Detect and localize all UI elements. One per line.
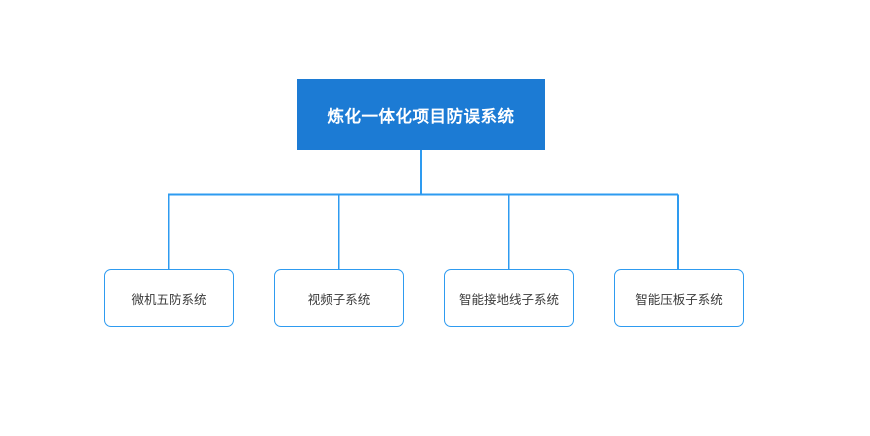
root-node-label: 炼化一体化项目防误系统 (327, 107, 515, 126)
child-node-1-label: 视频子系统 (307, 292, 371, 307)
child-node-2[interactable]: 智能接地线子系统 (444, 269, 574, 327)
child-node-3[interactable]: 智能压板子系统 (614, 269, 744, 327)
child-node-2-label: 智能接地线子系统 (458, 292, 559, 307)
root-node[interactable]: 炼化一体化项目防误系统 (297, 79, 545, 150)
child-node-0[interactable]: 微机五防系统 (104, 269, 234, 327)
child-node-1[interactable]: 视频子系统 (274, 269, 404, 327)
child-node-3-label: 智能压板子系统 (635, 292, 723, 307)
child-node-0-label: 微机五防系统 (131, 292, 207, 307)
